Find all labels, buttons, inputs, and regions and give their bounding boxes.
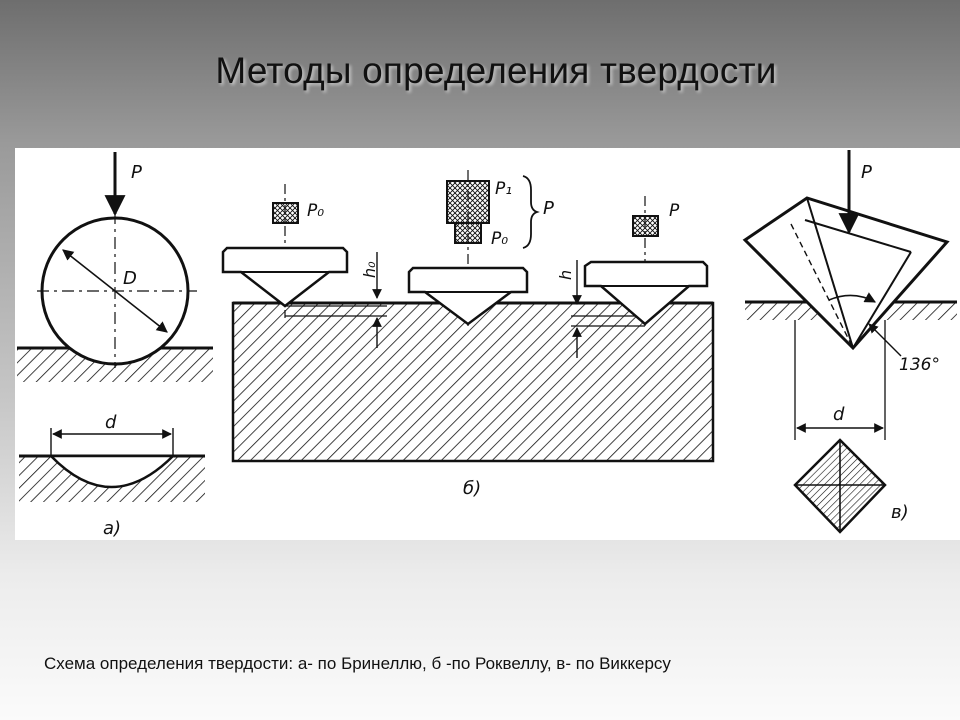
rockwell-preload-label: P₀ <box>307 201 324 221</box>
rockwell-main-preload-label: P₀ <box>491 229 508 249</box>
rockwell-main-load-label: P₁ <box>495 179 512 199</box>
vickers-scheme: P 136° d в) <box>742 150 957 534</box>
rockwell-final-label: P <box>669 201 680 221</box>
rockwell-total-brace <box>522 175 540 249</box>
rockwell-indenter-3 <box>583 260 709 326</box>
vickers-force-label: P <box>861 162 872 183</box>
rockwell-indenter-1 <box>221 246 349 308</box>
rockwell-indenter-2 <box>407 266 529 326</box>
slide-title: Методы определения твердости <box>215 50 777 91</box>
rockwell-panel-label: б) <box>463 478 481 499</box>
vickers-panel-label: в) <box>891 502 909 523</box>
vickers-diagonal-label: d <box>833 404 845 425</box>
rockwell-depth0-label: h₀ <box>360 261 379 278</box>
rockwell-scheme: P₀ h₀ P₁ P₀ P h <box>221 170 715 499</box>
vickers-angle-label: 136° <box>899 355 940 375</box>
vickers-pyramid <box>742 196 950 351</box>
brinell-panel-label: а) <box>103 518 121 539</box>
brinell-diameter-line <box>62 249 168 333</box>
diagram-caption: Схема определения твердости: а- по Брине… <box>44 654 671 673</box>
brinell-scheme: P D d а) <box>17 152 213 539</box>
brinell-diameter-label: D <box>123 268 137 289</box>
brinell-indent-label: d <box>105 412 117 433</box>
hardness-diagram: P D d а) <box>15 148 960 540</box>
rockwell-specimen <box>231 301 715 463</box>
brinell-force-label: P <box>131 162 142 183</box>
rockwell-depth-label: h <box>556 270 575 280</box>
rockwell-total-label: P <box>543 198 554 219</box>
